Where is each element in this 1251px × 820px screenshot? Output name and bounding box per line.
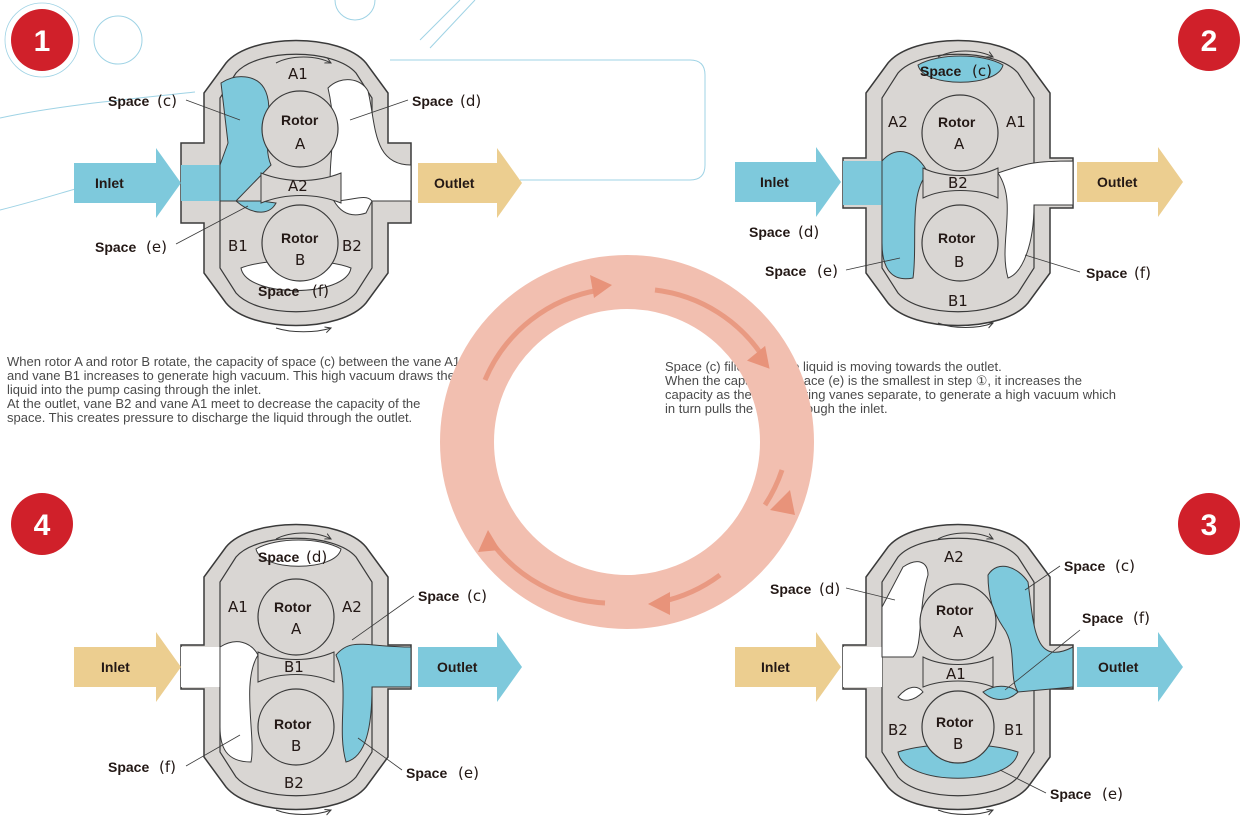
s3-space-f-letter: (f) (1133, 609, 1150, 627)
space-f-label: Space (258, 283, 299, 299)
s3-space-c: Space (1064, 558, 1105, 574)
s3-rotor-a: Rotor (936, 602, 974, 618)
step2-number: 2 (1201, 25, 1218, 58)
step4-diagram: Space (d) A1 A2 Rotor A B1 Rotor B B2 (180, 523, 412, 815)
s4-space-d: Space (258, 549, 299, 565)
s4-a2: A2 (342, 598, 362, 616)
rotor-a-letter: A (295, 135, 306, 153)
s4-b1: B1 (284, 658, 304, 676)
s2-space-e: Space (765, 263, 806, 279)
step4-number: 4 (34, 509, 51, 542)
s2-a1: A1 (1006, 113, 1026, 131)
step3-diagram: A2 Rotor A A1 B2 B1 Rotor B (842, 523, 1074, 815)
s2-space-d: Space (749, 224, 790, 240)
s1-space-e-letter: (e) (146, 238, 167, 256)
s4-space-d-letter: (d) (306, 548, 327, 566)
s2-b1: B1 (948, 292, 968, 310)
s4-rotor-b: Rotor (274, 716, 312, 732)
step4-badge: 4 (11, 493, 73, 555)
s1-inlet-label: Inlet (95, 175, 124, 191)
space-f-letter: (f) (312, 282, 329, 300)
s1-outlet-label: Outlet (434, 175, 475, 191)
s2-outlet-label: Outlet (1097, 174, 1138, 190)
s4-space-e-letter: (e) (458, 764, 479, 782)
vane-b1-label: B1 (228, 237, 248, 255)
step3-number: 3 (1201, 509, 1218, 542)
s3-space-c-letter: (c) (1115, 557, 1135, 575)
step2-callouts: Space (d) Space (e) Space (f) (749, 223, 1151, 282)
s2-rotor-b-letter: B (954, 253, 964, 271)
s2-rotor-b: Rotor (938, 230, 976, 246)
s1-space-c-letter: (c) (157, 92, 177, 110)
s4-space-e: Space (406, 765, 447, 781)
s4-space-c: Space (418, 588, 459, 604)
step3-outlet-arrow: Outlet (1077, 632, 1183, 702)
step3-callouts: Space (d) Space (c) Space (f) Space (e) (770, 557, 1150, 803)
s3-space-f: Space (1082, 610, 1123, 626)
s4-space-c-letter: (c) (467, 587, 487, 605)
step2-inlet-arrow: Inlet (735, 147, 841, 217)
s1-space-c: Space (108, 93, 149, 109)
step4-inlet-arrow: Inlet (74, 632, 181, 702)
step1-callouts: Space (c) Space (d) Space (e) (95, 92, 481, 256)
step1-number: 1 (34, 25, 51, 58)
vane-a1-label: A1 (288, 65, 308, 83)
s3-space-e: Space (1050, 786, 1091, 802)
s4-space-f: Space (108, 759, 149, 775)
decorative-background-lines (0, 0, 706, 211)
s4-inlet-label: Inlet (101, 659, 130, 675)
s2-space-f-letter: (f) (1134, 264, 1151, 282)
s1-space-d-letter: (d) (460, 92, 481, 110)
s1-space-d: Space (412, 93, 453, 109)
s4-a1: A1 (228, 598, 248, 616)
rotor-a-label: Rotor (281, 112, 319, 128)
step1-outlet-arrow: Outlet (418, 148, 522, 218)
s4-space-f-letter: (f) (159, 758, 176, 776)
s2-a2: A2 (888, 113, 908, 131)
s3-b2: B2 (888, 721, 908, 739)
s3-inlet-label: Inlet (761, 659, 790, 675)
s3-space-d-letter: (d) (819, 580, 840, 598)
s3-rotor-a-letter: A (953, 623, 964, 641)
s2-space-c: Space (920, 63, 961, 79)
s4-rotor-b-letter: B (291, 737, 301, 755)
s2-space-d-letter: (d) (798, 223, 819, 241)
step1-description: When rotor A and rotor B rotate, the cap… (7, 354, 461, 425)
s4-outlet-label: Outlet (437, 659, 478, 675)
vane-a2-label: A2 (288, 177, 308, 195)
s2-b2: B2 (948, 174, 968, 192)
step3-badge: 3 (1178, 493, 1240, 555)
s4-rotor-a-letter: A (291, 620, 302, 638)
s3-a1: A1 (946, 665, 966, 683)
s3-rotor-b-letter: B (953, 735, 963, 753)
s4-b2: B2 (284, 774, 304, 792)
s3-rotor-b: Rotor (936, 714, 974, 730)
step1-inlet-arrow: Inlet (74, 148, 181, 218)
rotor-b-label: Rotor (281, 230, 319, 246)
vane-b2-label: B2 (342, 237, 362, 255)
s1-space-e: Space (95, 239, 136, 255)
cycle-ring (440, 255, 814, 629)
rotor-b-letter: B (295, 251, 305, 269)
s2-space-f: Space (1086, 265, 1127, 281)
s3-outlet-label: Outlet (1098, 659, 1139, 675)
s3-space-d: Space (770, 581, 811, 597)
s3-a2: A2 (944, 548, 964, 566)
s2-space-c-letter: (c) (972, 62, 992, 80)
s2-rotor-a-letter: A (954, 135, 965, 153)
s2-rotor-a: Rotor (938, 114, 976, 130)
s4-rotor-a: Rotor (274, 599, 312, 615)
s2-inlet-label: Inlet (760, 174, 789, 190)
step4-outlet-arrow: Outlet (418, 632, 522, 702)
step1-badge: 1 (4, 2, 80, 78)
s3-space-e-letter: (e) (1102, 785, 1123, 803)
step4-callouts: Space (c) Space (f) Space (e) (108, 587, 487, 782)
step2-diagram: Space (c) A2 A1 Rotor A B2 Rotor B B1 (842, 39, 1074, 328)
s2-space-e-letter: (e) (817, 262, 838, 280)
step2-outlet-arrow: Outlet (1077, 147, 1183, 217)
step3-inlet-arrow: Inlet (735, 632, 841, 702)
s3-b1: B1 (1004, 721, 1024, 739)
step2-badge: 2 (1178, 9, 1240, 71)
step1-diagram: A1 Rotor A A2 Rotor B B1 B2 Space (f) (180, 39, 412, 332)
